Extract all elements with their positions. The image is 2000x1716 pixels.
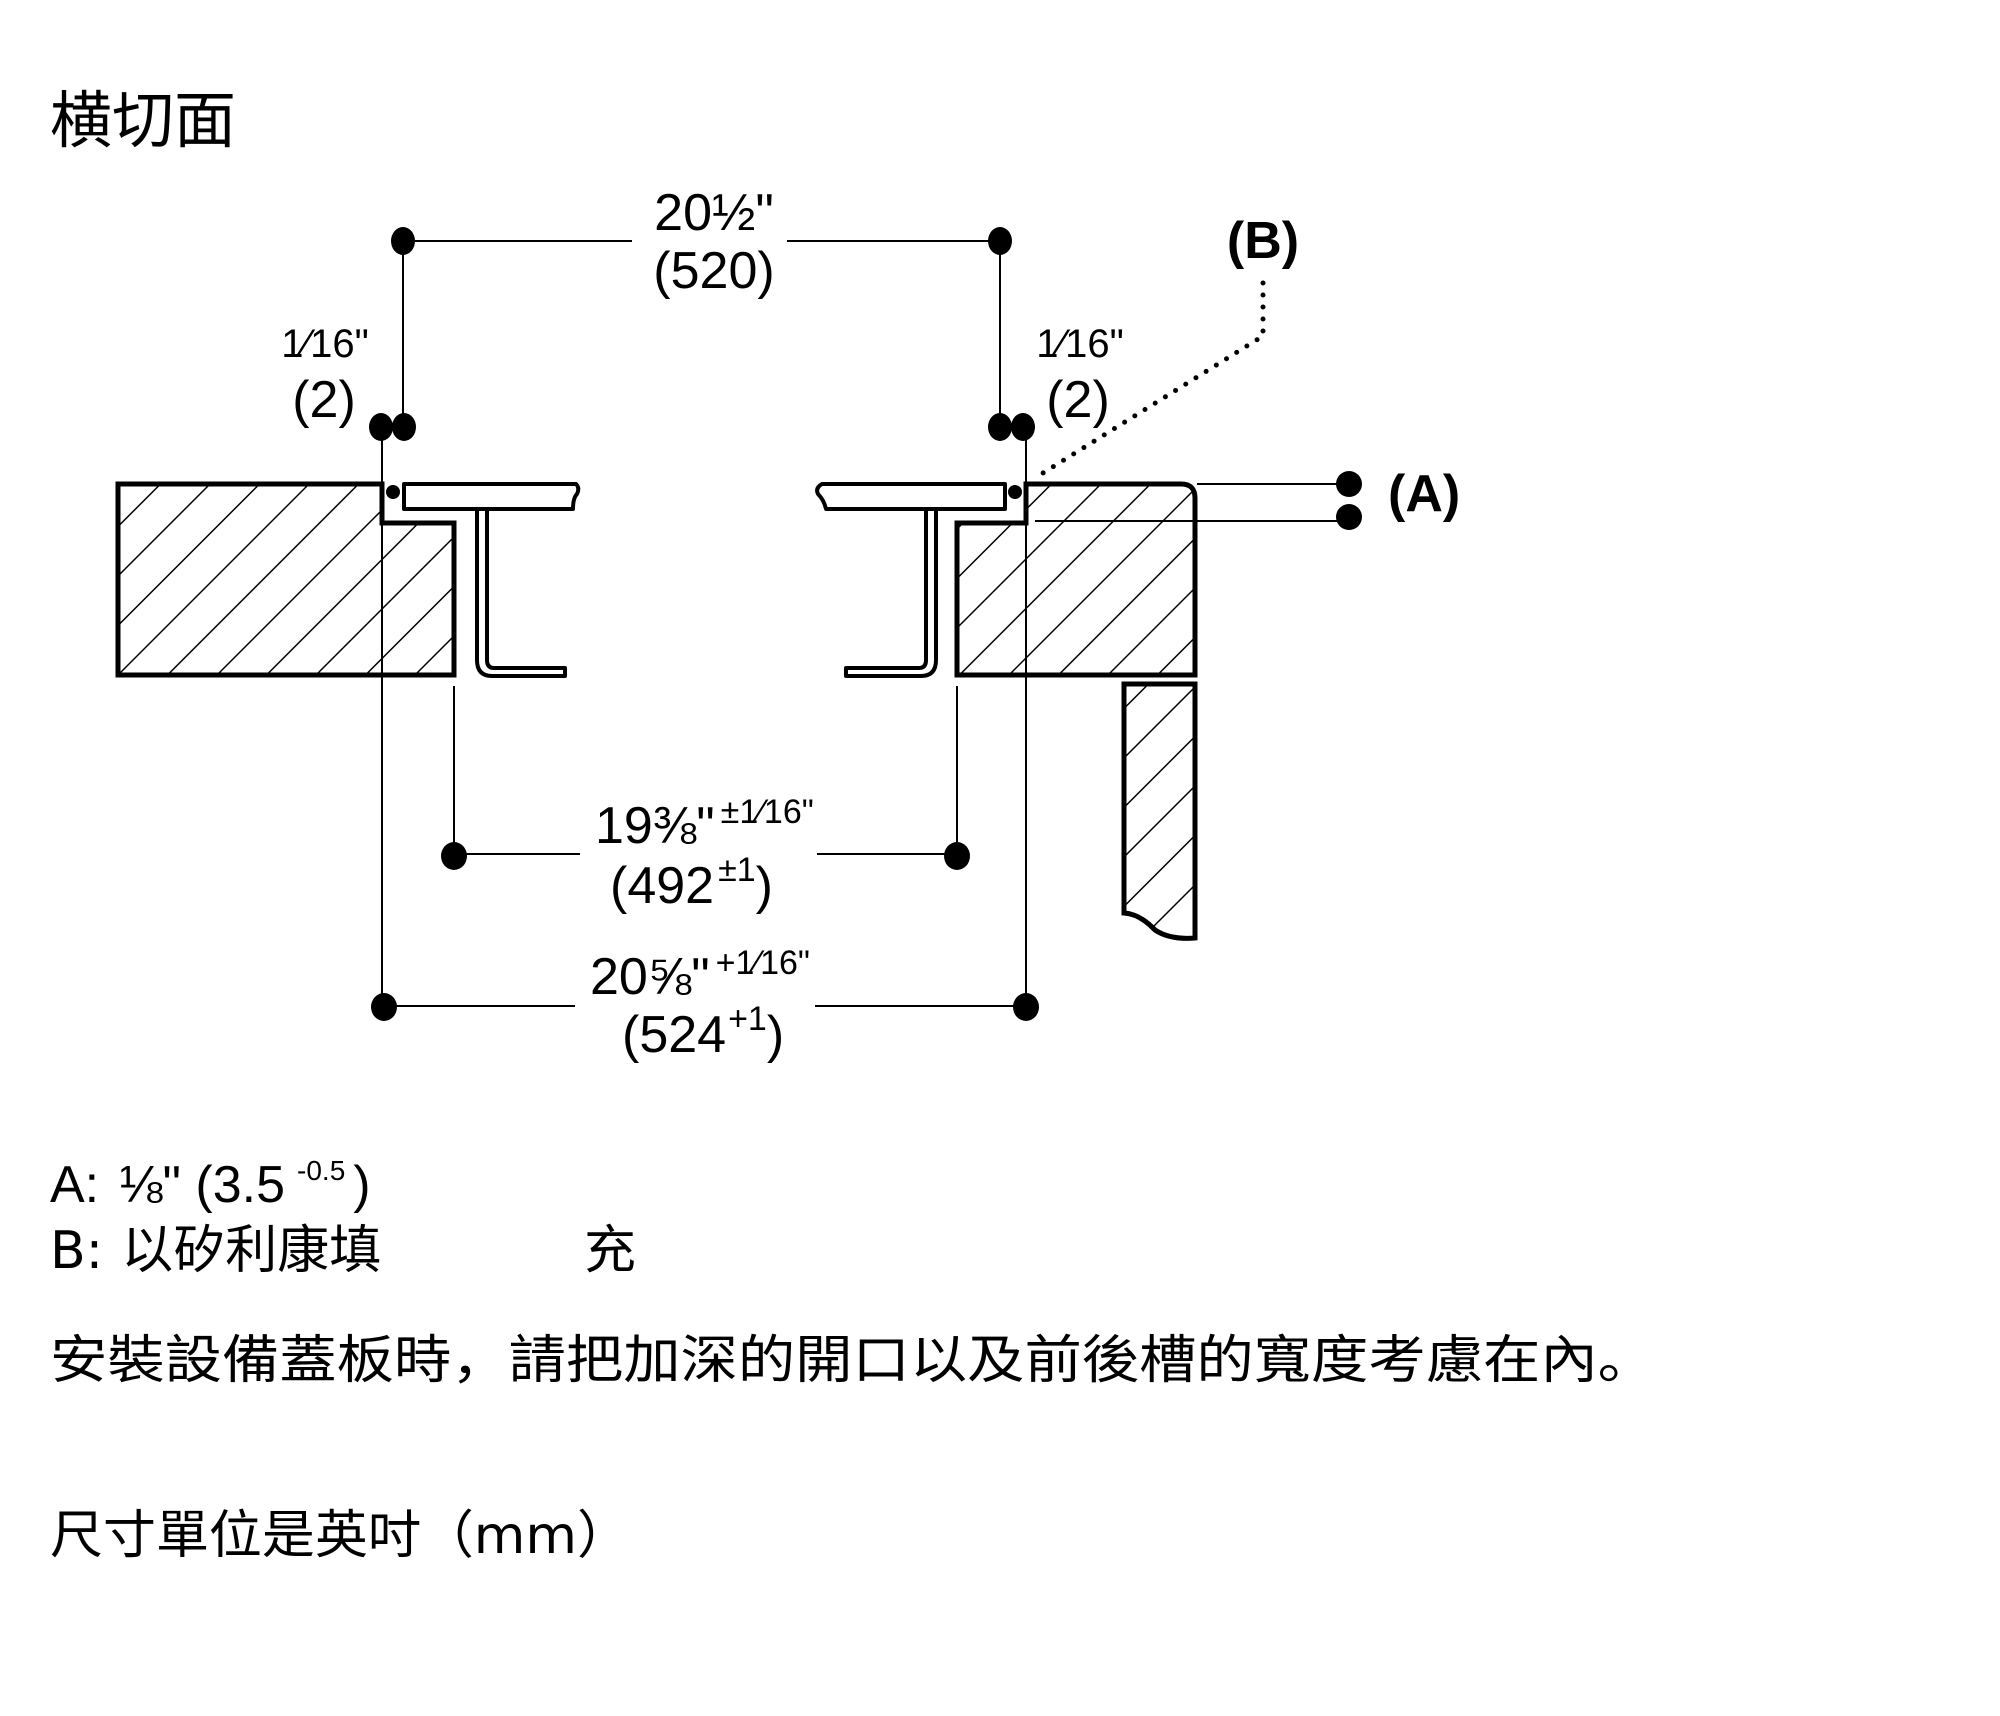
dimension-cutout-width: 19⅜"±1⁄16" (492±1) <box>441 686 970 915</box>
dimension-top-width: 20½" (520) <box>391 184 1012 427</box>
units-note: 尺寸單位是英吋（mm） <box>50 1506 630 1566</box>
top-width-mm: (520) <box>653 242 774 300</box>
right-gap-inch: 1⁄16" <box>1036 322 1124 366</box>
right-gap-mm: (2) <box>1046 371 1110 429</box>
callout-a: (A) <box>1035 465 1460 530</box>
dimension-right-gap: 1⁄16" (2) <box>988 322 1124 441</box>
right-cooktop-edge <box>815 482 1007 511</box>
left-cooktop-edge <box>402 482 581 511</box>
left-countertop <box>115 481 457 678</box>
cutout-width-inch: 19⅜"±1⁄16" <box>595 793 814 855</box>
section-title: 横切面 <box>50 84 236 157</box>
top-width-inch: 20½" <box>654 184 774 242</box>
right-countertop <box>954 481 1198 678</box>
overall-width-mm: (524+1) <box>622 1000 784 1064</box>
left-gap-inch: 1⁄16" <box>281 322 369 366</box>
callout-b-label: (B) <box>1227 212 1299 270</box>
dimension-left-gap: 1⁄16" (2) <box>281 322 416 441</box>
right-mounting-bracket <box>844 509 938 678</box>
cutout-width-mm: (492±1) <box>610 851 773 915</box>
legend-b: B:以矽利康填 <box>50 1221 381 1281</box>
callout-b: (B) <box>1032 212 1299 481</box>
left-mounting-bracket <box>475 509 567 678</box>
overall-width-inch: 20⅝"+1⁄16" <box>590 944 810 1006</box>
legend-a: A:⅛" (3.5-0.5) <box>50 1155 371 1214</box>
right-silicone-joint <box>1008 485 1022 499</box>
left-silicone-joint <box>386 485 400 499</box>
callout-a-label: (A) <box>1388 465 1460 523</box>
left-gap-mm: (2) <box>292 371 356 429</box>
install-note: 安裝設備蓋板時，請把加深的開口以及前後槽的寬度考慮在內。 <box>50 1331 1655 1391</box>
dimension-overall-width: 20⅝"+1⁄16" (524+1) <box>371 944 1039 1064</box>
cabinet-side-panel <box>1121 681 1198 941</box>
legend-b-tail: 充 <box>584 1221 636 1281</box>
